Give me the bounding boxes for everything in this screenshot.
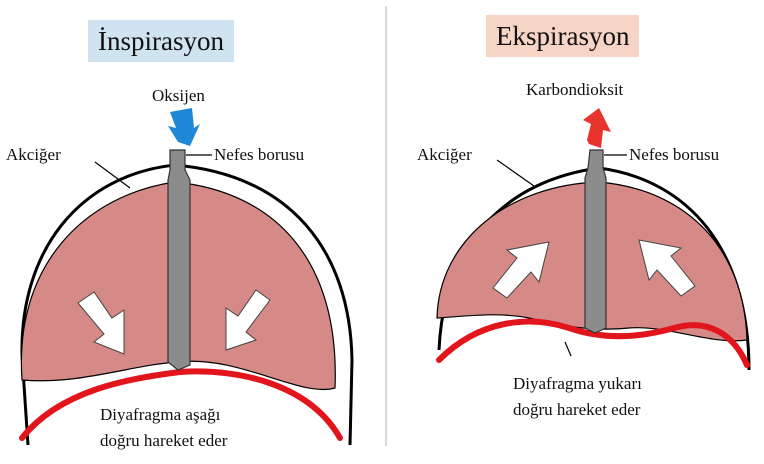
- trachea-label: Nefes borusu: [214, 145, 304, 165]
- trachea: [585, 150, 606, 333]
- diaphragm-label-line2: doğru hareket eder: [513, 400, 640, 420]
- trachea-label: Nefes borusu: [629, 145, 719, 165]
- diaphragm-label-line2: doğru hareket eder: [100, 431, 227, 451]
- diaphragm-leader-line: [565, 342, 571, 356]
- oxygen-arrow-icon: [168, 108, 200, 146]
- inspiration-panel: İnspirasyon Oksijen Nefes borusu Akciğer…: [0, 0, 384, 464]
- trachea: [168, 150, 190, 370]
- panel-divider: [385, 6, 387, 446]
- diaphragm-label-line1: Diyafragma yukarı: [513, 374, 642, 394]
- lung-label: Akciğer: [6, 145, 61, 165]
- expiration-title: Ekspirasyon: [486, 15, 639, 57]
- diaphragm-label-line1: Diyafragma aşağı: [100, 405, 220, 425]
- lung-label: Akciğer: [417, 145, 472, 165]
- lung-leader-line: [497, 160, 534, 186]
- expiration-diagram: [389, 0, 764, 464]
- inspiration-title: İnspirasyon: [88, 20, 234, 62]
- expiration-panel: Ekspirasyon Karbondioksit Nefes borusu A…: [389, 0, 764, 464]
- carbon-dioxide-label: Karbondioksit: [526, 80, 623, 100]
- carbon-dioxide-arrow-icon: [583, 108, 611, 148]
- oxygen-label: Oksijen: [152, 86, 205, 106]
- inspiration-diagram: [0, 0, 384, 464]
